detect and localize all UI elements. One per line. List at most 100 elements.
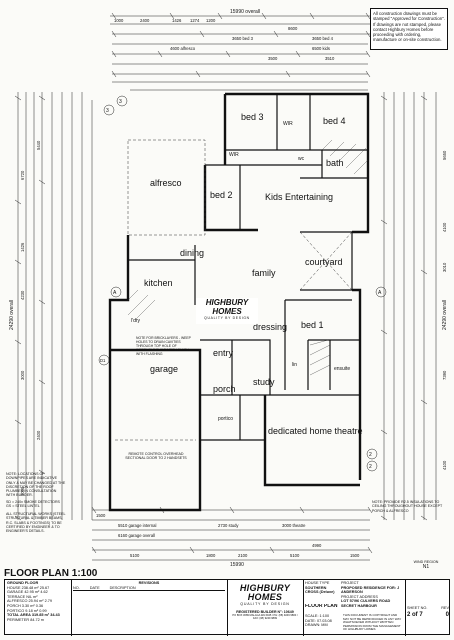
area-row: PORCH 3.30 m² 0.36 xyxy=(7,604,69,609)
walls xyxy=(108,92,370,512)
revisions-header: NO. DATE DESCRIPTION xyxy=(73,586,225,592)
area-row: HOUSE 238.48 m² 25.67 xyxy=(7,586,69,591)
room-label-wir-2: WIR xyxy=(229,152,239,158)
dim-top-8: 3510 xyxy=(325,56,335,61)
house-type-value: SOUTHERN CROSS (Deluxe) xyxy=(305,585,335,595)
room-label-garage: garage xyxy=(150,364,178,374)
room-label-dressing: dressing xyxy=(253,322,287,332)
dim-right-1: 5650 xyxy=(442,150,447,160)
drawing-name: FLOOR PLAN xyxy=(305,604,338,609)
left-dimension-lines xyxy=(17,92,93,520)
room-label-laundry: l'dry xyxy=(131,318,141,324)
revisions-col-description: DESCRIPTION xyxy=(109,585,136,590)
project-address-value: LOT 57/96 CULVERS ROAD SECRET HARBOUR xyxy=(341,599,391,608)
area-row-squares: 0.36 xyxy=(35,603,44,608)
drawing-drawn: DRAWN: MM xyxy=(305,623,328,628)
dim-bottom-8: 5510 garage internal xyxy=(118,523,156,528)
area-row-squares: 4.62 xyxy=(40,590,48,595)
rev-label: REV xyxy=(441,606,449,610)
area-row-label: TERRACE xyxy=(7,594,26,599)
legend: SD = 240v SMOKE DETECTORS GS = STEEL LIN… xyxy=(6,500,66,509)
downpipe-note: NOTE: LOCATIONS OF DOWNPIPES ARE INDICAT… xyxy=(6,472,66,498)
area-row-label: HOUSE xyxy=(7,585,21,590)
brand-registration: REGISTERED BUILDER N°: 10649 xyxy=(236,610,294,614)
wet-area-hatching xyxy=(127,139,369,376)
brand-contact: PO BOX 3089 MALAGA WA 6945 / PH: (08) 92… xyxy=(232,614,298,621)
dim-top-7: 3500 xyxy=(268,56,278,61)
room-label-bed3: bed 3 xyxy=(241,112,264,122)
room-label-porch: porch xyxy=(213,384,236,394)
dim-left-5: 2400 xyxy=(36,430,41,440)
dim-top-10: 3650 bed 3 xyxy=(232,36,254,41)
dim-bottom-6: 4990 xyxy=(312,543,322,548)
area-row-value: 84.72 m xyxy=(30,617,44,622)
section-marker-3b: 3 xyxy=(119,99,122,105)
room-label-study: study xyxy=(253,377,275,387)
sheet-labels: SHEET NO. REV xyxy=(407,606,449,611)
room-label-kids-entertaining: Kids Entertaining xyxy=(265,192,333,202)
revisions-table: REVISIONS NO. DATE DESCRIPTION xyxy=(73,581,225,592)
title-block: GROUND FLOOR HOUSE 238.48 m² 25.67 GARAG… xyxy=(4,579,450,636)
room-label-kitchen: kitchen xyxy=(144,278,173,288)
centre-brand-stamp: HIGHBURY HOMES QUALITY BY DESIGN xyxy=(196,298,258,324)
copyright-note: THIS DOCUMENT IS COPYRIGHT AND MAY NOT B… xyxy=(343,614,402,632)
area-header-floor: GROUND FLOOR xyxy=(7,581,39,585)
structural-note: ALL STRUCTURAL WORKS (STEEL STRUCTURAL &… xyxy=(6,512,66,534)
overall-dim-top: 15990 overall xyxy=(230,9,260,15)
revisions-col-no: NO. xyxy=(73,585,80,590)
section-marker-a-right: A xyxy=(378,290,382,296)
legend-item-smoke: SD = 240v SMOKE DETECTORS xyxy=(6,500,60,504)
drawing-date: DATE: 07.03.08 xyxy=(305,618,332,623)
project-address-label: PROJECT ADDRESS xyxy=(341,594,378,599)
brand-block: HIGHBURY HOMES QUALITY BY DESIGN REGISTE… xyxy=(231,584,299,621)
drawing-scale: SCALE: 1:100 xyxy=(305,614,330,618)
dim-bottom-1: 1500 xyxy=(96,513,106,518)
dim-bottom-3: 1800 xyxy=(206,553,216,558)
dim-top-9: 4600 alfresco xyxy=(170,46,196,51)
dim-bottom-5: 5100 xyxy=(290,553,300,558)
area-row-value: 319.85 m² xyxy=(31,613,50,618)
bricklayer-note: NOTE FOR BRICKLAYERS - WEEP HOLES TO DRA… xyxy=(136,336,191,357)
dim-bottom-9: 6160 garage overall xyxy=(118,533,155,538)
section-marker-d1: D1 xyxy=(100,358,106,363)
area-table-header: GROUND FLOOR xyxy=(7,581,69,586)
room-label-ensuite: ensuite xyxy=(334,366,350,372)
dim-top-11: 3650 bed 4 xyxy=(312,36,334,41)
sheet-info: SHEET NO. REV 2 of 7 0 xyxy=(407,606,449,619)
area-row-squares: 25.67 xyxy=(39,585,50,590)
dim-top-2: 2400 xyxy=(140,18,150,23)
top-dimension-lines xyxy=(110,15,370,91)
dim-right-3: 3010 xyxy=(442,262,447,272)
area-row: ALFRESCO 25.94 m² 2.79 xyxy=(7,599,69,604)
sheet-number: 2 of 7 xyxy=(407,611,423,618)
dim-bottom-11: 3000 theatre xyxy=(282,523,306,528)
drawing-meta: SCALE: 1:100 DATE: 07.03.08 DRAWN: MM xyxy=(305,614,341,628)
room-label-family: family xyxy=(252,268,276,278)
wind-region-label: WIND REGION xyxy=(413,560,439,564)
dim-top-1: 1000 xyxy=(114,18,124,23)
dim-top-4: 1274 xyxy=(190,18,200,23)
dim-top-12: 6500 kids xyxy=(312,46,330,51)
dim-left-6: 5440 xyxy=(36,140,41,150)
area-row-label: PORTICO xyxy=(7,608,25,613)
floor-plan-title: FLOOR PLAN 1:100 xyxy=(4,568,98,579)
area-row: GARAGE 42.95 m² 4.62 xyxy=(7,590,69,595)
dim-left-7: 1000 xyxy=(20,486,25,496)
area-row-value: NIL m² xyxy=(26,594,38,599)
dim-bottom-10: 2730 study xyxy=(218,523,239,528)
garage-door-note: REMOTE CONTROL OVERHEAD SECTIONAL DOOR T… xyxy=(125,452,187,461)
area-row-label: TOTAL AREA xyxy=(7,613,31,618)
brand-tagline: QUALITY BY DESIGN xyxy=(240,602,290,606)
area-table: GROUND FLOOR HOUSE 238.48 m² 25.67 GARAG… xyxy=(7,581,69,622)
area-row-label: PORCH xyxy=(7,603,21,608)
room-label-wir: WIR xyxy=(283,121,293,127)
room-label-linen: lin xyxy=(292,362,297,368)
area-row-squares: 2.79 xyxy=(44,599,52,604)
project-info: PROJECT PROPOSED RESIDENCE FOR: J ANDERS… xyxy=(341,581,403,609)
overall-dim-bottom: 15990 xyxy=(230,562,244,566)
dimension-ticks xyxy=(14,12,428,554)
project-label: PROJECT xyxy=(341,581,359,585)
area-row-squares: 34.43 xyxy=(50,613,60,618)
sheet-values: 2 of 7 0 xyxy=(407,611,449,619)
